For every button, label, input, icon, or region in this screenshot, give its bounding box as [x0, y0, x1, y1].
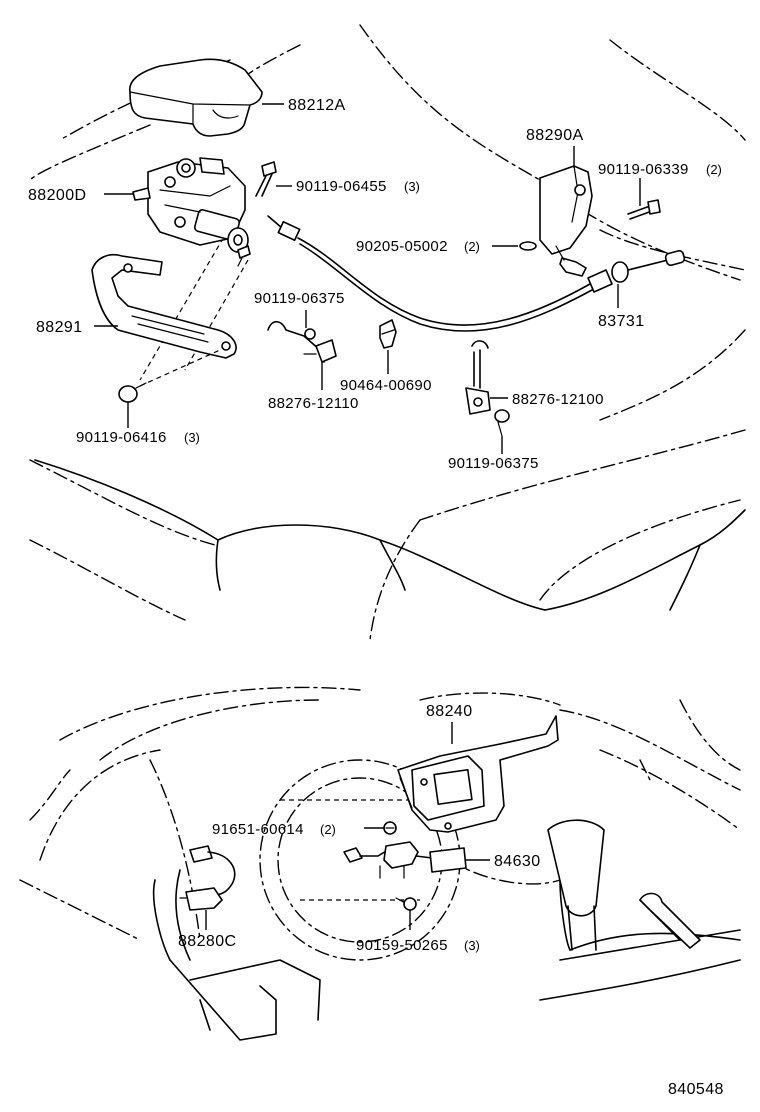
qty-90119-06416: (3)	[184, 430, 200, 445]
nut-91651-60614	[383, 821, 397, 835]
label-90159-50265: 90159-50265	[356, 937, 448, 954]
shift-lever	[547, 819, 605, 951]
label-90205-05002: 90205-05002	[356, 238, 448, 255]
ecu-88240	[397, 715, 559, 833]
pedals	[152, 869, 741, 1041]
qty-90159-50265: (3)	[464, 938, 480, 953]
label-90119-06375-left: 90119-06375	[254, 290, 345, 307]
qty-90119-06455: (3)	[404, 179, 420, 194]
qty-90205-05002: (2)	[464, 239, 480, 254]
screw-90159-50265	[395, 897, 417, 911]
bolt-90119-06455	[237, 161, 277, 267]
bolt-90119-06375-right	[494, 409, 510, 437]
label-90119-06339: 90119-06339	[598, 161, 689, 178]
qty-90119-06339: (2)	[706, 162, 722, 177]
label-91651-60614: 91651-60614	[212, 821, 304, 838]
part-labels: 88212A 88200D 90119-06455 (3) 88290A 901…	[28, 97, 724, 1098]
washer-90205-05002	[519, 241, 537, 251]
label-88280C: 88280C	[178, 933, 236, 950]
label-90119-06455: 90119-06455	[296, 178, 387, 195]
actuator-88200D	[132, 157, 249, 253]
label-88212A: 88212A	[288, 97, 346, 114]
label-90464-00690: 90464-00690	[340, 377, 432, 394]
air-cleaner-cover-88212A	[129, 58, 263, 137]
leader-lines	[94, 103, 641, 930]
label-88290A: 88290A	[526, 127, 584, 144]
label-83731: 83731	[598, 313, 645, 330]
switch-88280C	[179, 845, 236, 911]
label-88291: 88291	[36, 319, 83, 336]
label-90119-06375-right: 90119-06375	[448, 455, 539, 472]
bolt-90119-06416	[118, 349, 221, 403]
bolt-90119-06339	[627, 199, 661, 220]
label-88200D: 88200D	[28, 187, 86, 204]
switch-84630	[343, 841, 467, 879]
clamp-88276-12100	[465, 340, 491, 415]
bracket-88291	[91, 254, 237, 359]
cabin-outline	[19, 686, 741, 961]
clip-90464-00690	[379, 319, 397, 349]
qty-91651-60614: (2)	[320, 822, 336, 837]
figure-number: 840548	[668, 1081, 724, 1098]
label-88276-12100: 88276-12100	[512, 391, 604, 408]
label-88240: 88240	[426, 703, 473, 720]
label-88276-12110: 88276-12110	[268, 395, 359, 412]
bracket-88290A	[539, 165, 593, 277]
clamp-88276-12110	[267, 320, 337, 363]
label-84630: 84630	[494, 853, 541, 870]
control-cable-83731	[267, 215, 686, 332]
label-90119-06416: 90119-06416	[76, 429, 167, 446]
